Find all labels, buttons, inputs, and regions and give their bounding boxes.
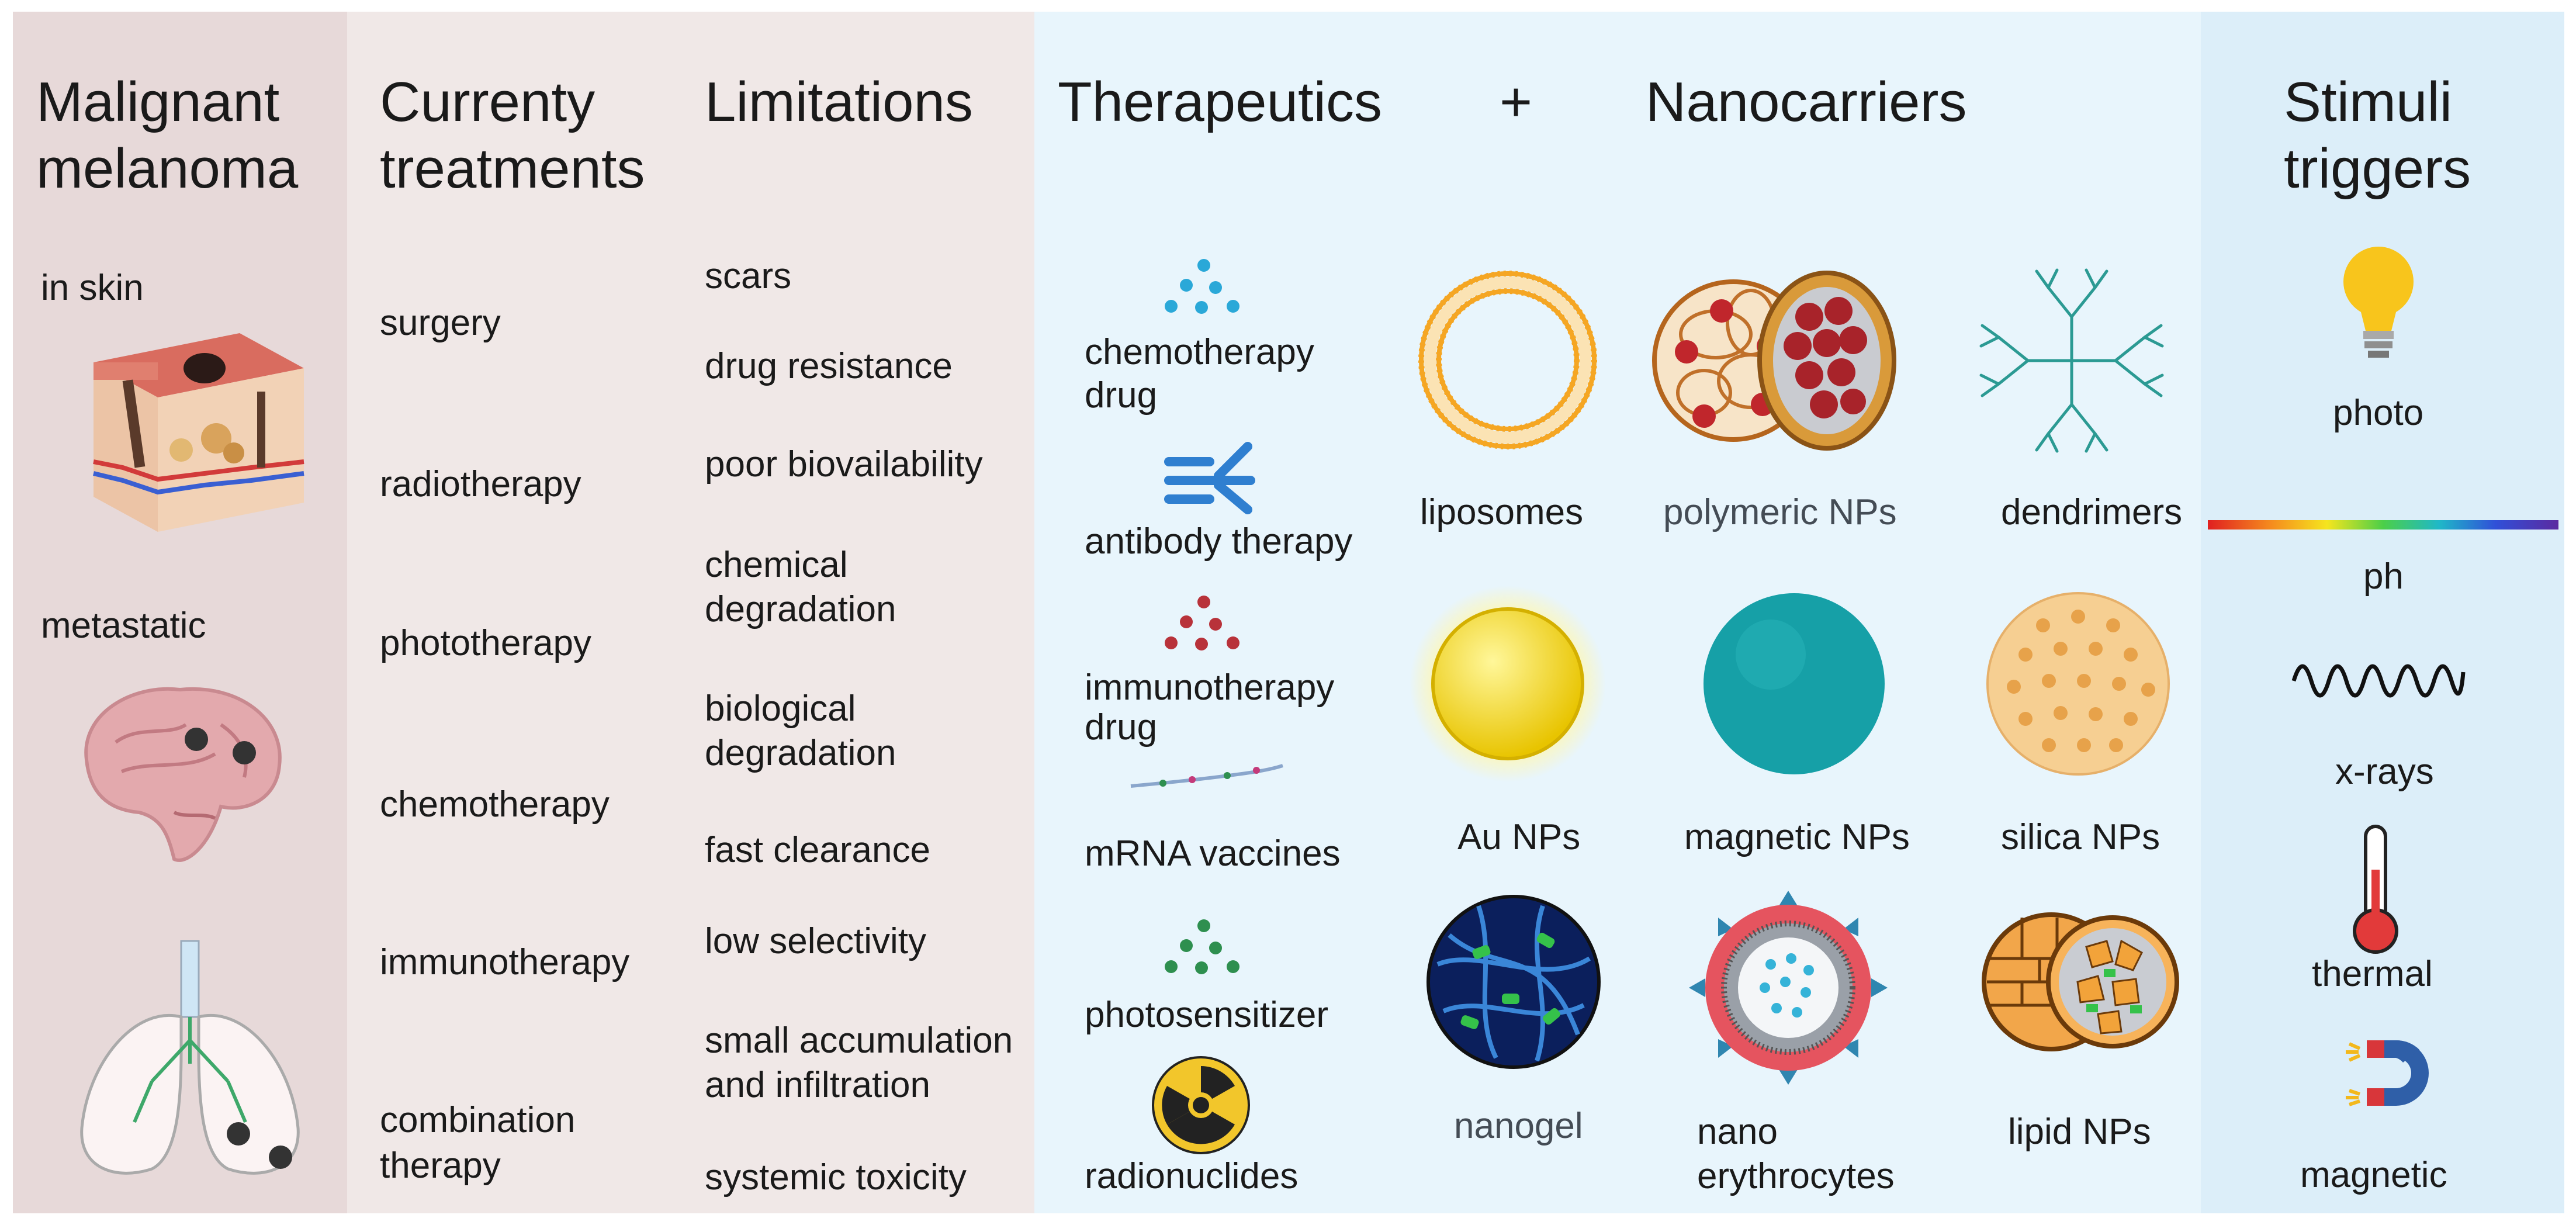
plus-sign: +: [1500, 71, 1533, 133]
melanoma-metastatic-label: metastatic: [41, 605, 206, 646]
treatments-title-line2: treatments: [380, 137, 645, 200]
treatment-item: therapy: [380, 1146, 501, 1186]
limitation-item: scars: [705, 256, 792, 296]
ph-scale-icon: [2208, 520, 2558, 530]
wave-icon: [2291, 664, 2466, 698]
limitation-item: degradation: [705, 733, 896, 773]
lightbulb-icon: [2343, 247, 2414, 358]
stimuli-title-line2: triggers: [2284, 137, 2471, 200]
therapeutic-item: antibody therapy: [1085, 521, 1353, 562]
liposome-icon: [1418, 271, 1597, 449]
limitation-item: biological: [705, 688, 856, 729]
treatment-item: phototherapy: [380, 623, 591, 663]
magnet-icon: [2346, 1040, 2429, 1106]
limitation-item: chemical: [705, 545, 848, 585]
stimuli-item: x-rays: [2335, 752, 2434, 792]
limitation-item: systemic toxicity: [705, 1157, 967, 1198]
lungs-icon: [80, 940, 300, 1175]
nanocarriers-title: Nanocarriers: [1646, 71, 1967, 133]
magnetic-np-icon: [1704, 593, 1885, 774]
antibody-icon: [1164, 442, 1255, 514]
mrna-icon: [1130, 764, 1283, 788]
nanocarrier-label: nanogel: [1454, 1106, 1583, 1146]
dots-icon: [1165, 596, 1239, 650]
gold-np-icon: [1410, 586, 1606, 782]
stimuli-item: magnetic: [2300, 1155, 2447, 1195]
treatment-item: surgery: [380, 303, 501, 343]
nanocarrier-label: magnetic NPs: [1684, 817, 1910, 857]
brain-icon: [84, 687, 282, 862]
stimuli-panel: [2201, 12, 2564, 1213]
nanogel-icon: [1427, 895, 1601, 1069]
therapeutic-item: drug: [1085, 707, 1158, 748]
nanocarrier-label: lipid NPs: [2008, 1112, 2151, 1152]
limitation-item: drug resistance: [705, 346, 953, 386]
nanocarrier-label: liposomes: [1420, 492, 1584, 532]
treatment-item: combination: [380, 1100, 576, 1140]
limitation-item: small accumulation: [705, 1020, 1013, 1061]
nanocarrier-label: dendrimers: [2001, 492, 2183, 532]
therapeutic-item: chemotherapy: [1085, 332, 1314, 372]
stimuli-title-line1: Stimuli: [2284, 71, 2453, 133]
nanocarrier-label: erythrocytes: [1697, 1156, 1895, 1196]
dots-icon: [1165, 259, 1239, 314]
limitation-item: and infiltration: [705, 1065, 931, 1105]
melanoma-skin-label: in skin: [41, 268, 144, 308]
polymeric-np-icon: [1652, 271, 1896, 451]
dots-icon: [1165, 919, 1239, 974]
limitation-item: degradation: [705, 589, 896, 629]
therapeutic-item: radionuclides: [1085, 1156, 1299, 1196]
stimuli-item: photo: [2333, 393, 2424, 433]
therapeutic-item: mRNA vaccines: [1085, 833, 1341, 874]
melanoma-title-line2: melanoma: [36, 137, 299, 200]
treatments-title-line1: Currenty: [380, 71, 595, 133]
treatment-item: radiotherapy: [380, 464, 581, 504]
therapeutic-item: photosensitizer: [1085, 995, 1329, 1035]
limitation-item: fast clearance: [705, 830, 930, 870]
lipid-np-icon: [1982, 912, 2179, 1051]
limitation-item: low selectivity: [705, 921, 926, 961]
therapeutic-item: drug: [1085, 375, 1158, 416]
therapeutic-item: immunotherapy: [1085, 667, 1335, 708]
nanocarrier-label: silica NPs: [2001, 817, 2160, 857]
erythrocyte-icon: [1689, 891, 1888, 1085]
treatments-limitations-panel: [347, 12, 1034, 1213]
stimuli-item: thermal: [2312, 954, 2433, 994]
limitations-title: Limitations: [705, 71, 973, 133]
melanoma-panel: [13, 12, 347, 1213]
dendrimer-icon: [1979, 268, 2164, 453]
nanocarrier-label: Au NPs: [1457, 817, 1581, 857]
nanocarrier-label: polymeric NPs: [1663, 492, 1897, 532]
melanoma-title-line1: Malignant: [36, 71, 280, 133]
treatment-item: chemotherapy: [380, 784, 610, 825]
therapeutics-title: Therapeutics: [1058, 71, 1382, 133]
limitation-item: poor biovailability: [705, 444, 983, 485]
stimuli-item: ph: [2363, 556, 2404, 597]
nanocarrier-label: nano: [1697, 1112, 1778, 1152]
radiation-icon: [1152, 1056, 1250, 1154]
skin-icon: [93, 333, 304, 532]
thermometer-icon: [2353, 825, 2398, 954]
treatment-item: immunotherapy: [380, 942, 630, 982]
silica-np-icon: [1986, 592, 2170, 776]
